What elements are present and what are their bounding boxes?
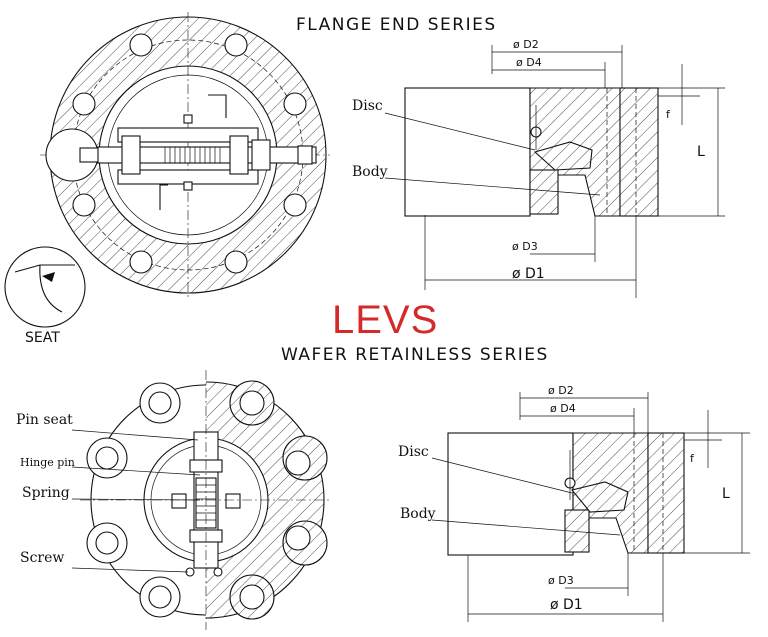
screw-label: Screw bbox=[20, 550, 64, 566]
flange-disc-label: Disc bbox=[352, 98, 383, 114]
wafer-series-title: WAFER RETAINLESS SERIES bbox=[281, 345, 549, 365]
wafer-d3-label: ø D3 bbox=[548, 574, 574, 587]
wafer-front-view: Pin seat Hinge pin Spring Screw bbox=[16, 370, 330, 630]
flange-f-label: f bbox=[666, 108, 671, 121]
wafer-disc-label: Disc bbox=[398, 444, 429, 460]
spring-label: Spring bbox=[22, 485, 70, 501]
flange-body-label: Body bbox=[352, 164, 388, 180]
flange-d1-label: ø D1 bbox=[512, 266, 545, 282]
seat-detail: SEAT bbox=[4, 246, 86, 346]
flange-series-title: FLANGE END SERIES bbox=[296, 15, 497, 35]
flange-front-view bbox=[40, 12, 330, 298]
wafer-d2-label: ø D2 bbox=[548, 384, 574, 397]
pin-seat-label: Pin seat bbox=[16, 412, 73, 428]
wafer-body-label: Body bbox=[400, 506, 436, 522]
flange-side-section: Disc Body ø D2 ø D4 ø D3 ø D1 L f bbox=[352, 38, 725, 298]
wafer-l-label: L bbox=[722, 486, 730, 502]
seat-label: SEAT bbox=[25, 330, 60, 346]
wafer-f-label: f bbox=[690, 452, 695, 465]
hinge-pin-label: Hinge pin bbox=[20, 456, 75, 469]
levs-logo: LEVS bbox=[332, 298, 438, 342]
flange-d4-label: ø D4 bbox=[516, 56, 542, 69]
wafer-side-section: Disc Body ø D2 ø D4 ø D3 ø D1 L f bbox=[398, 384, 750, 622]
flange-l-label: L bbox=[697, 144, 705, 160]
flange-d3-label: ø D3 bbox=[512, 240, 538, 253]
wafer-d4-label: ø D4 bbox=[550, 402, 576, 415]
wafer-d1-label: ø D1 bbox=[550, 597, 583, 613]
flange-d2-label: ø D2 bbox=[513, 38, 539, 51]
